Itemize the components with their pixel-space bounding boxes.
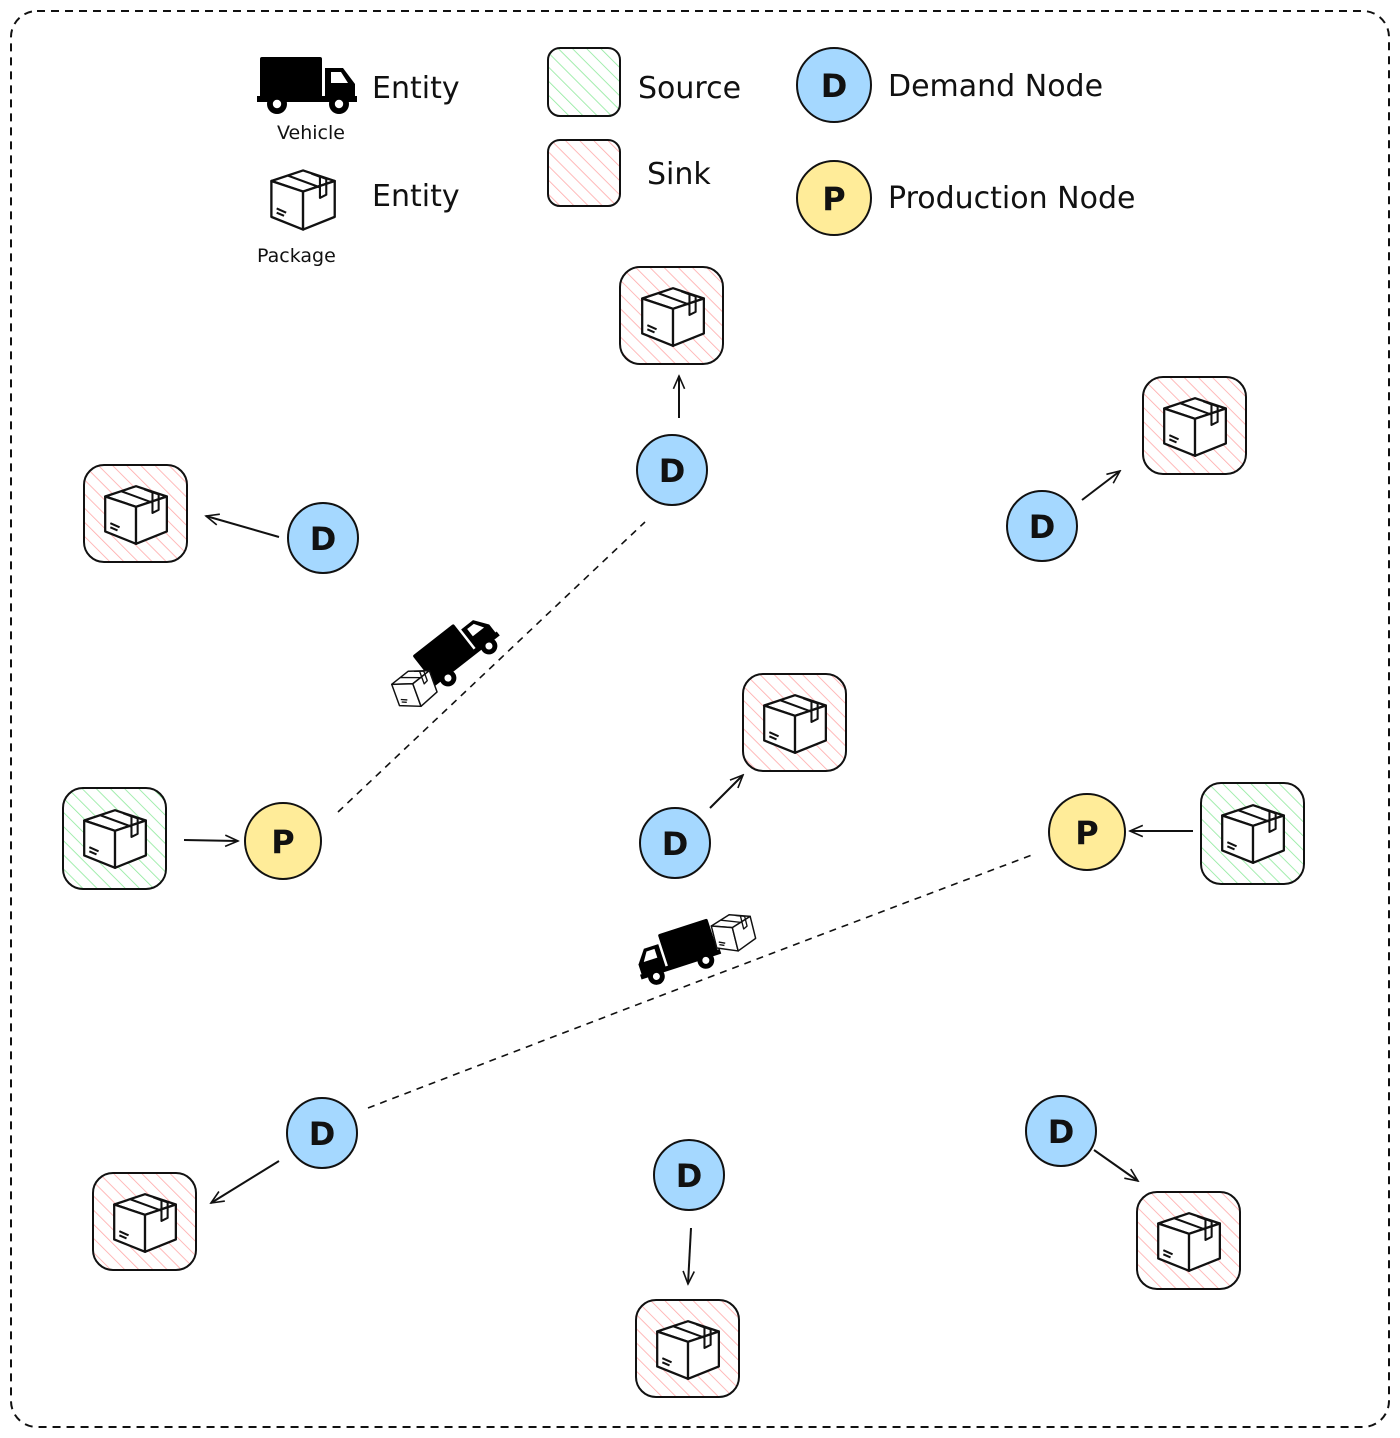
sink (619, 266, 724, 365)
package-box-icon (83, 809, 147, 869)
demand-node-letter: D (659, 452, 686, 490)
legend-demand: Demand Node (888, 69, 1103, 104)
package-box-icon (104, 485, 168, 545)
package-box-icon (1221, 804, 1285, 864)
package-box-icon (1163, 397, 1227, 457)
demand-node: D (286, 1097, 358, 1169)
production-node-letter: P (1075, 814, 1098, 852)
legend-demand-letter: D (821, 67, 848, 105)
demand-node: D (1006, 490, 1078, 562)
sink (92, 1172, 197, 1271)
demand-node-letter: D (310, 520, 337, 558)
demand-node-letter: D (1048, 1113, 1075, 1151)
demand-node-letter: D (1029, 508, 1056, 546)
package-box-icon (113, 1193, 177, 1253)
route-1 (337, 521, 646, 813)
sink (635, 1299, 740, 1398)
production-node-letter: P (271, 823, 294, 861)
arrows (183, 376, 1193, 1284)
legend-demand-node (796, 47, 872, 123)
legend-source: Source (638, 71, 741, 106)
demand-node-letter: D (662, 825, 689, 863)
sink (83, 464, 188, 563)
demand-node: D (1025, 1095, 1097, 1167)
legend-sink: Sink (647, 157, 711, 192)
route-2 (367, 854, 1033, 1109)
demand-node-letter: D (676, 1157, 703, 1195)
legend-production-node (796, 160, 872, 236)
sink (1142, 376, 1247, 475)
package-box-icon (270, 169, 336, 231)
truck-icon (257, 57, 357, 114)
demand-node: D (287, 502, 359, 574)
production-node: P (1048, 793, 1126, 871)
legend-source-swatch (547, 47, 621, 117)
legend-sink-swatch (547, 139, 621, 207)
legend-vehicle-entity: Entity (372, 71, 460, 106)
sink (1136, 1191, 1241, 1290)
package-box-icon (641, 287, 705, 347)
package-box-icon (763, 694, 827, 754)
package-box-icon (656, 1320, 720, 1380)
production-node: P (244, 802, 322, 880)
demand-node: D (653, 1139, 725, 1211)
legend-production: Production Node (888, 181, 1135, 216)
demand-node: D (636, 434, 708, 506)
demand-node-letter: D (309, 1115, 336, 1153)
truck-icon (629, 917, 725, 990)
legend-production-letter: P (822, 180, 845, 218)
package-box-icon (1157, 1212, 1221, 1272)
legend: Entity Vehicle Entity Package Source Sin… (257, 47, 1135, 267)
demand-node: D (639, 807, 711, 879)
source (62, 787, 167, 890)
legend-package-entity: Entity (372, 179, 460, 214)
legend-vehicle-caption: Vehicle (277, 122, 345, 144)
sink (742, 673, 847, 772)
legend-package-caption: Package (257, 245, 336, 267)
diagram-frame (10, 10, 1390, 1428)
source (1200, 782, 1305, 885)
